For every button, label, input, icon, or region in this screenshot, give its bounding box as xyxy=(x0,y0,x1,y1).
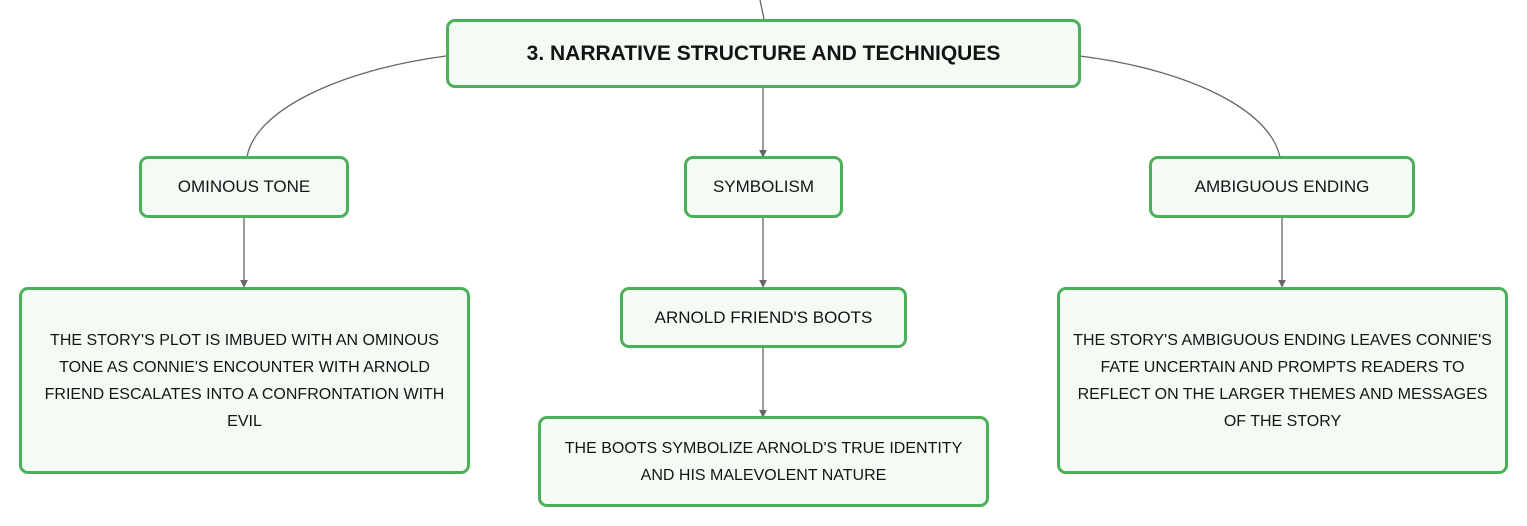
detail-node-text: THE STORY'S PLOT IS IMBUED WITH AN OMINO… xyxy=(44,331,445,430)
connector-root-to-ominous-tone xyxy=(246,55,447,158)
root-node[interactable]: 3. NARRATIVE STRUCTURE AND TECHNIQUES xyxy=(446,19,1081,88)
detail-node-text: THE STORY'S AMBIGUOUS ENDING LEAVES CONN… xyxy=(1073,331,1492,430)
detail-node-text: THE BOOTS SYMBOLIZE ARNOLD'S TRUE IDENTI… xyxy=(564,439,963,484)
detail-node-ambiguous-ending[interactable]: THE STORY'S AMBIGUOUS ENDING LEAVES CONN… xyxy=(1057,287,1508,474)
topic-node-ambiguous-ending[interactable]: AMBIGUOUS ENDING xyxy=(1149,156,1415,218)
detail-node-ominous-tone[interactable]: THE STORY'S PLOT IS IMBUED WITH AN OMINO… xyxy=(19,287,470,474)
topic-node-label: OMINOUS TONE xyxy=(177,177,311,196)
topic-node-label: AMBIGUOUS ENDING xyxy=(1194,177,1370,196)
connector-parent-to-root xyxy=(759,0,765,20)
topic-node-ominous-tone[interactable]: OMINOUS TONE xyxy=(139,156,349,218)
detail-node-boots-symbolism[interactable]: THE BOOTS SYMBOLIZE ARNOLD'S TRUE IDENTI… xyxy=(538,416,989,507)
topic-node-label: SYMBOLISM xyxy=(712,177,815,196)
root-node-label: 3. NARRATIVE STRUCTURE AND TECHNIQUES xyxy=(526,41,1001,65)
subtopic-node-label: ARNOLD FRIEND'S BOOTS xyxy=(654,307,873,327)
connector-root-to-ambiguous-ending xyxy=(1079,55,1281,158)
topic-node-symbolism[interactable]: SYMBOLISM xyxy=(684,156,843,218)
subtopic-node-arnold-friends-boots[interactable]: ARNOLD FRIEND'S BOOTS xyxy=(620,287,907,348)
